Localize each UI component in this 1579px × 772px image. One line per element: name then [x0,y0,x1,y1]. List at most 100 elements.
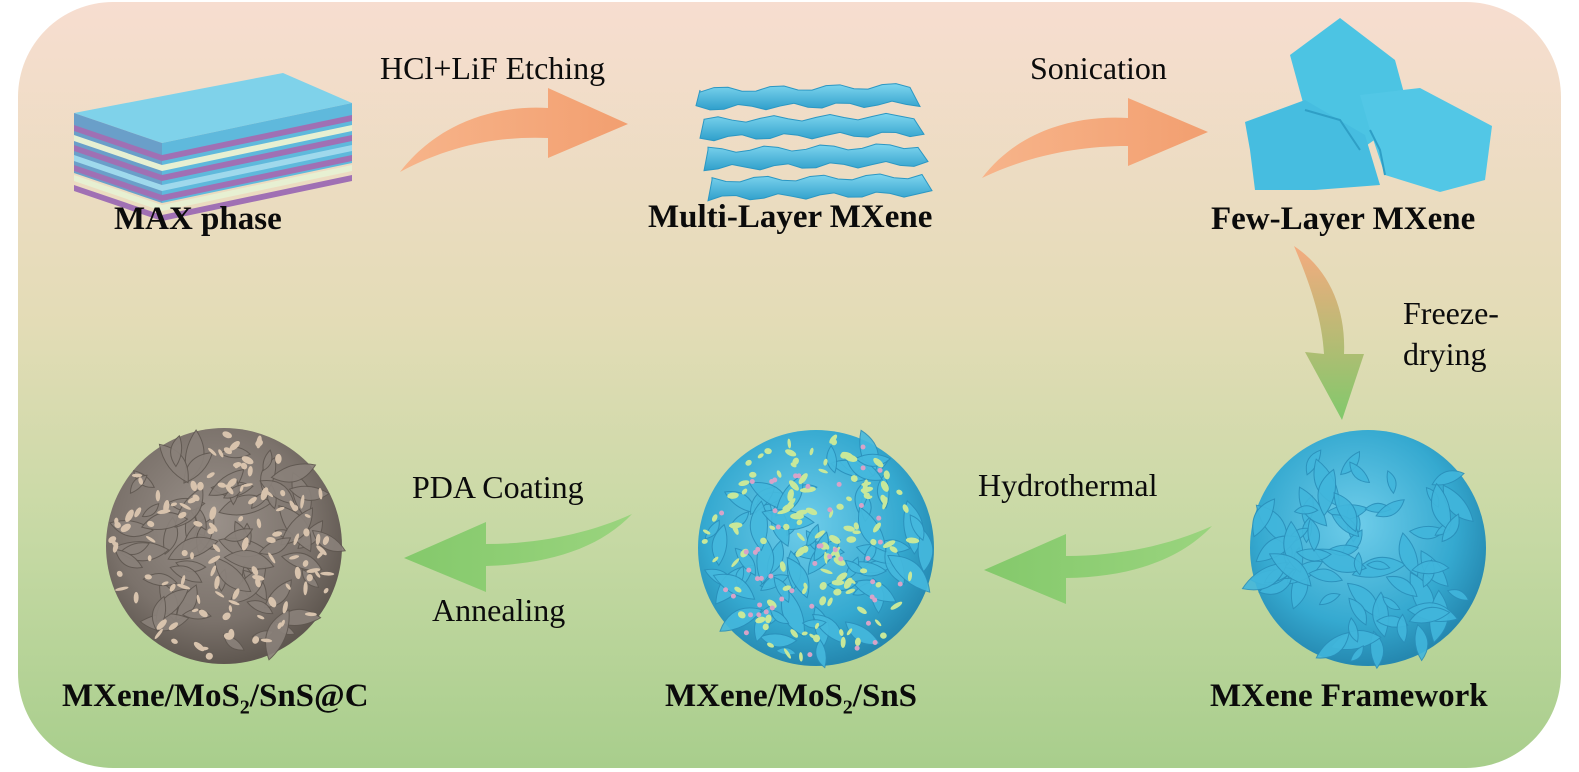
mxene-sheet [703,143,929,172]
sphere-dot [827,554,833,560]
sphere-dot [749,479,755,485]
sphere-flake [783,523,790,531]
sphere-flake [830,438,838,446]
sphere-flake [155,490,161,502]
sphere-flake [255,578,261,588]
sphere-dot [779,596,785,602]
sphere-flake [728,522,743,529]
mxene-sheet [695,83,921,111]
sphere-petal [1308,568,1344,583]
sphere-petal [1268,553,1312,587]
sphere-flake [193,641,205,652]
sphere-petal [141,503,160,518]
max-stripe-front [162,125,352,171]
sphere-flake [755,616,766,624]
sphere-flake [205,652,213,660]
flake-right [1360,88,1492,192]
sphere-dot [719,510,725,516]
label-etching: HCl+LiF Etching [380,50,606,86]
sphere-flake [170,502,177,507]
sphere-flake [154,628,163,640]
sphere-flake [765,614,772,624]
sphere-flake [198,609,208,618]
sphere-flake [790,629,798,638]
sphere-flake [163,500,170,514]
sphere-flake [229,441,240,451]
sphere-petal [223,549,275,570]
label-max-phase: MAX phase [114,201,282,237]
mxene-sheet [707,173,933,202]
sphere-flake [762,623,769,631]
sphere-flake [749,471,757,478]
sphere-flake [712,556,719,563]
sphere-dot [876,515,882,521]
sphere-flake [171,638,178,644]
multi-layer-mxene-sheets [695,83,933,202]
sphere-petal [1366,560,1391,570]
sphere-flake [787,438,792,449]
sphere-flake [193,520,203,527]
sphere-flake [294,566,301,580]
sphere-dot [807,652,813,658]
sphere-flake [306,574,313,582]
sphere-flake [320,571,335,576]
sphere-flake [802,587,807,595]
sphere-flake [196,594,201,605]
sphere-petal [844,621,881,645]
flake-left [1245,100,1380,190]
sphere-flake [115,586,129,591]
sphere-flake [251,566,259,576]
sphere-flake [280,619,285,627]
sphere-dot [756,612,762,618]
sphere-flake [228,600,240,606]
sphere-flake [209,506,217,520]
sphere-petal [1408,606,1451,624]
sphere-flake [300,494,305,509]
sphere-flake [178,511,187,519]
sphere-petal [169,565,203,583]
label-final-prefix: MXene/MoS [62,678,240,714]
label-few-layer-mxene: Few-Layer MXene [1211,201,1476,237]
sphere-flake [861,481,872,487]
sphere-dot [768,573,774,579]
sphere-flake [907,571,913,582]
label-mxene-mos2-sns-c: MXene/MoS2/SnS@C [62,678,369,720]
sphere-flake [769,525,776,530]
max-stripe-front [162,165,352,211]
sphere-flake [239,485,244,492]
sphere-flake [272,531,283,537]
sphere-dot [752,549,758,555]
sphere-flake [208,447,217,456]
sphere-flake [799,487,814,493]
sphere-flake [731,558,740,568]
sphere-flake [738,480,750,487]
sphere-flake [799,652,803,662]
sphere-petal [222,483,244,499]
label-mxene-framework: MXene Framework [1210,678,1488,714]
sphere-flake [875,581,882,588]
sphere-flake [238,516,244,522]
max-stripe-front [162,175,352,221]
sphere-flake [222,431,232,439]
sphere-dot [877,467,883,473]
arrow-pda-coating [404,514,632,592]
sphere-dot [854,645,860,651]
max-stripe-side [74,145,162,181]
sphere-flake [819,596,827,606]
sphere-flake [131,473,143,478]
sphere-flake [880,480,889,492]
sphere-dot [805,483,811,489]
sphere-flake [853,522,859,530]
sphere-flake [796,532,805,542]
sphere-flake [232,588,240,600]
sphere-flake [790,462,797,468]
sphere-petal [1307,517,1320,552]
sphere-flake [179,502,191,510]
sphere-petal [1252,498,1276,538]
sphere-flake [125,509,134,523]
sphere-flake [233,462,242,468]
sphere-flake [785,498,796,510]
sphere-flake [227,478,237,488]
sphere-flake [314,570,321,578]
